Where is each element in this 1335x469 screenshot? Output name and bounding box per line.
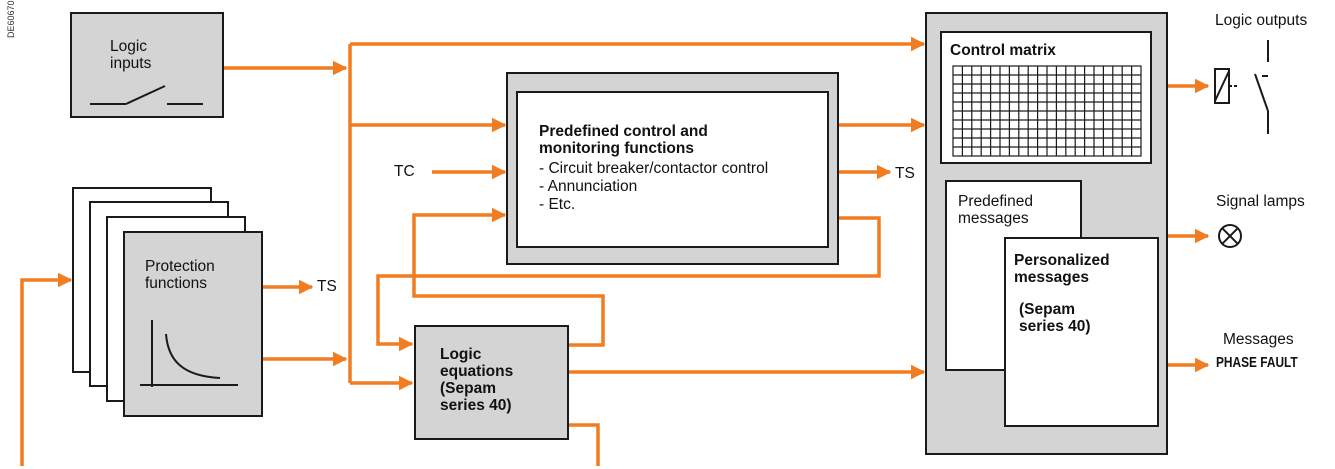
logic-equations-label: Logic equations (Sepam series 40) (440, 346, 514, 414)
signal-flows (20, 36, 1210, 466)
personalized-messages-title: Personalized messages (1014, 252, 1110, 286)
control-matrix-grid (952, 65, 1142, 157)
ts-label-protection: TS (317, 278, 337, 295)
messages-label: Messages (1223, 331, 1294, 348)
tc-label: TC (394, 163, 415, 180)
signal-lamp-icon (1218, 224, 1242, 248)
personalized-messages-block (1004, 237, 1159, 427)
predefined-functions-item-2: - Annunciation (539, 178, 638, 195)
predefined-functions-title: Predefined control and monitoring functi… (539, 123, 708, 157)
logic-outputs-label: Logic outputs (1215, 12, 1308, 29)
predefined-functions-item-1: - Circuit breaker/contactor control (539, 160, 769, 177)
logic-inputs-block (70, 12, 224, 118)
control-matrix-block (940, 31, 1152, 164)
predefined-messages-label: Predefined messages (958, 193, 1033, 227)
logic-equations-block (414, 325, 569, 440)
logic-inputs-label: Logic inputs (110, 38, 152, 72)
protection-functions-label: Protection functions (145, 258, 215, 292)
predefined-functions-item-3: - Etc. (539, 196, 576, 213)
personalized-messages-note: (Sepam series 40) (1019, 301, 1091, 335)
inverse-time-curve-icon (140, 320, 238, 387)
switch-icon (90, 85, 203, 105)
predefined-functions-block (516, 91, 829, 248)
control-matrix-title: Control matrix (950, 42, 1056, 59)
message-sample: PHASE FAULT (1216, 355, 1298, 371)
signal-lamps-label: Signal lamps (1216, 193, 1305, 210)
ts-label-predefined: TS (895, 165, 915, 182)
relay-output-icon (1214, 40, 1269, 134)
